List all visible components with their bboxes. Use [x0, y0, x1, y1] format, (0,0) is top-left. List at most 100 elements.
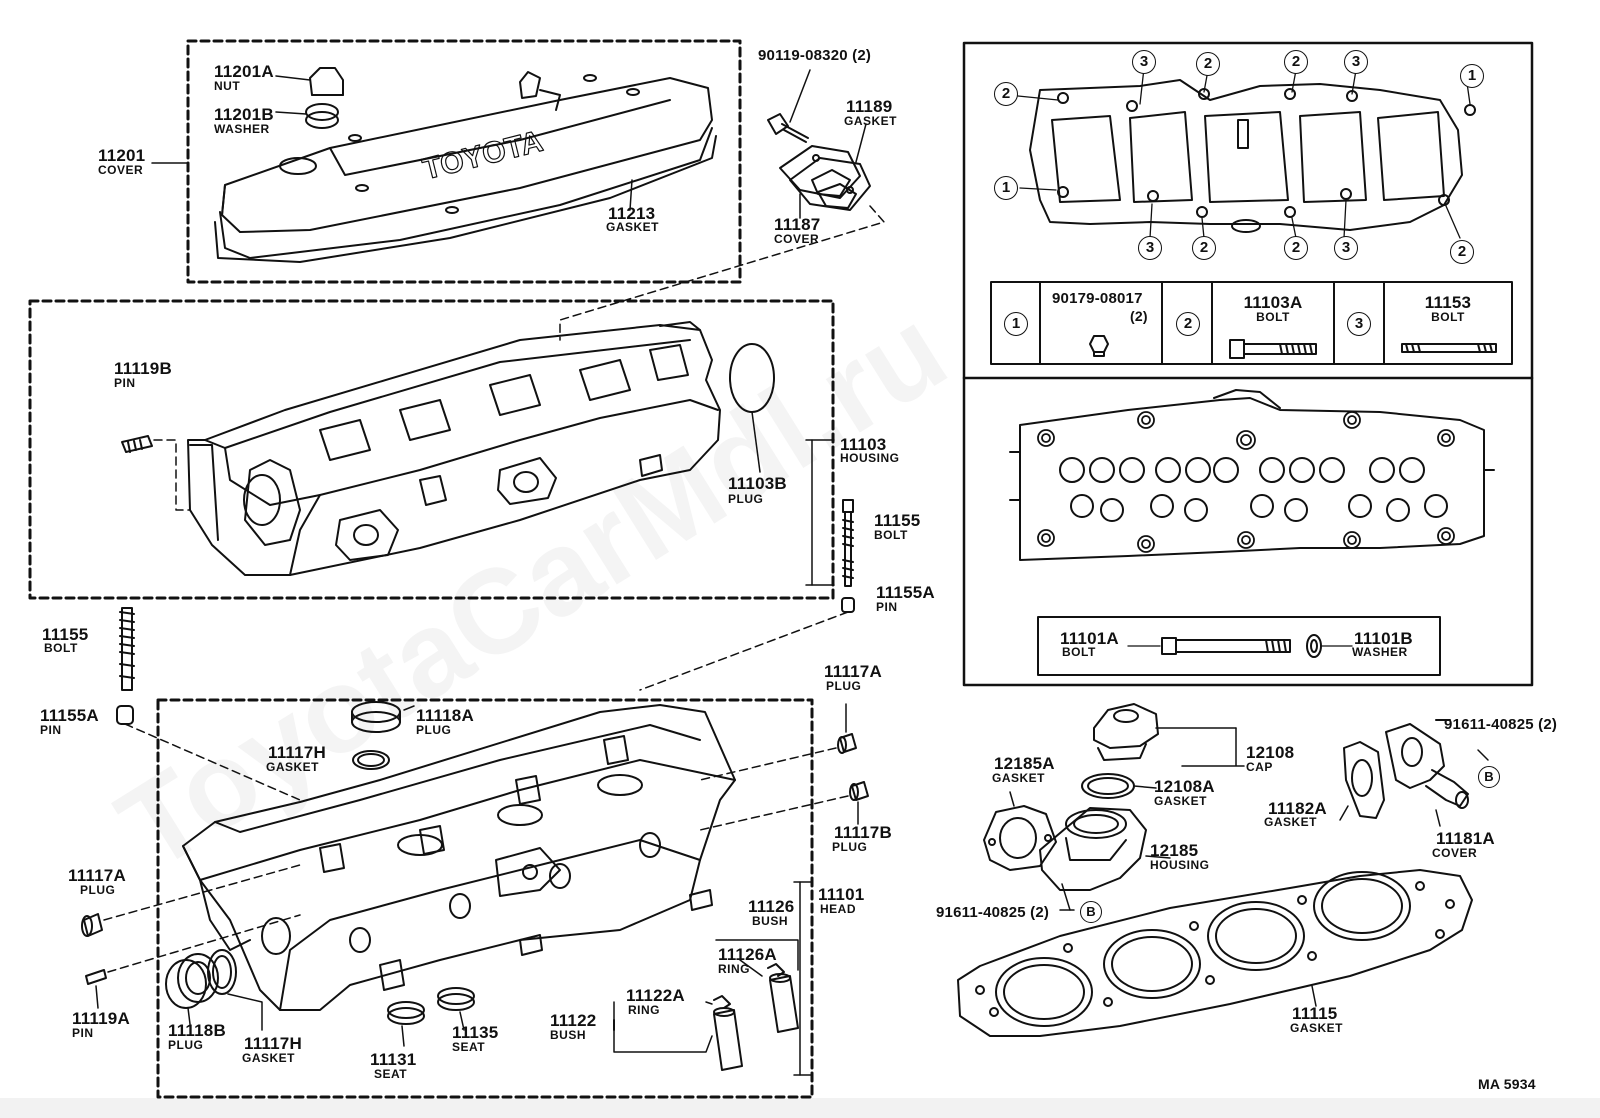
radiator-cap-drawing [1093, 703, 1245, 767]
part-name-plug: PLUG [416, 723, 452, 737]
bolt-pattern-panel [962, 41, 1534, 687]
part-name-pin: PIN [40, 723, 62, 737]
part-name-gasket: GASKET [992, 771, 1046, 785]
bolt-11155-right-drawing [841, 499, 855, 613]
legend-bolt-2-icon [1229, 339, 1317, 359]
head-gasket-11115-drawing [957, 869, 1473, 1037]
part-number-11122: 11122 [550, 1011, 597, 1030]
callout-2: 2 [994, 82, 1018, 106]
legend-part-number-90179-08017: 90179-08017 [1052, 290, 1143, 307]
legend-bolt-3-icon [1401, 343, 1497, 353]
part-number-11117b: 11117B [834, 823, 892, 842]
part-number-11118a: 11118A [416, 706, 474, 725]
camshaft-housing-drawing [187, 321, 721, 576]
part-number-11155a: 11155A [876, 583, 935, 602]
part-name-gasket: GASKET [242, 1051, 296, 1065]
part-name-gasket: GASKET [1264, 815, 1318, 829]
part-name-housing: HOUSING [840, 451, 900, 465]
head-bolt-icon [1127, 637, 1291, 655]
part-number-11201: 11201 [98, 146, 146, 165]
part-number-11119a: 11119A [72, 1009, 130, 1028]
part-number-11155: 11155 [874, 511, 921, 530]
part-number-11135: 11135 [452, 1023, 499, 1042]
part-name-plug: PLUG [826, 679, 862, 693]
part-number-11155: 11155 [42, 625, 89, 644]
cylinder-head-drawing [182, 704, 736, 1011]
plug-11117b-drawing [699, 781, 869, 831]
callout-2: 2 [1450, 240, 1474, 264]
part-number-11101b: 11101B [1354, 629, 1413, 648]
callout-2: 2 [1192, 236, 1216, 260]
legend-key-2: 2 [1176, 312, 1200, 336]
valve-guide-bush-drawings [613, 939, 799, 1071]
plug-11117a-right-drawing [699, 703, 857, 781]
part-number-11103b: 11103B [728, 474, 787, 493]
gasket-11117h-bottom-drawing [207, 949, 263, 1031]
pin-11119a-drawing [85, 914, 301, 1009]
diagram-code: MA 5934 [1478, 1076, 1536, 1092]
part-name-bolt: BOLT [1062, 645, 1096, 659]
part-name-washer: WASHER [214, 122, 270, 136]
part-name-nut: NUT [214, 79, 241, 93]
part-name-gasket: GASKET [1154, 794, 1208, 808]
part-name-bush: BUSH [752, 914, 789, 928]
housing-group-box [28, 299, 835, 600]
part-name-pin: PIN [876, 600, 898, 614]
callout-2: 2 [1284, 236, 1308, 260]
cap-gasket-12108a-drawing [1081, 773, 1157, 799]
part-name-ring: RING [718, 962, 750, 976]
svg-text:TOYOTA: TOYOTA [420, 125, 547, 187]
bolt-legend-table [990, 281, 1513, 365]
camshaft-housing-bolt-pattern-drawing [1029, 79, 1476, 233]
part-name-bolt: BOLT [44, 641, 78, 655]
callout-3: 3 [1344, 50, 1368, 74]
part-number-11189: 11189 [846, 97, 893, 116]
part-name-plug: PLUG [168, 1038, 204, 1052]
callout-1: 1 [1460, 64, 1484, 88]
callout-2: 2 [1196, 52, 1220, 76]
part-name-seat: SEAT [374, 1067, 408, 1081]
part-number-11101a: 11101A [1060, 629, 1119, 648]
part-number-11182a: 11182A [1268, 799, 1327, 818]
legend-key-3: 3 [1347, 312, 1371, 336]
pin-11119b-drawing [121, 435, 191, 511]
part-number-11122a: 11122A [626, 986, 685, 1005]
part-number-11115: 11115 [1292, 1004, 1338, 1023]
part-number-12108a: 12108A [1154, 777, 1215, 796]
head-washer-icon [1306, 634, 1353, 658]
callout-2: 2 [1284, 50, 1308, 74]
legend-qty: (2) [1130, 308, 1148, 324]
callout-3: 3 [1138, 236, 1162, 260]
plug-11117a-left-drawing [81, 864, 301, 937]
part-number-11181a: 11181A [1436, 829, 1495, 848]
part-name-pin: PIN [114, 376, 136, 390]
callout-1: 1 [994, 176, 1018, 200]
part-number-11131: 11131 [370, 1050, 417, 1069]
legend-part-name-bolt: BOLT [1256, 310, 1290, 324]
legend-bolt-1-icon [1089, 335, 1109, 357]
water-outlet-cover-drawing [767, 69, 871, 219]
part-name-plug: PLUG [728, 492, 764, 506]
valve-seat-drawings [387, 987, 475, 1047]
callout-3: 3 [1334, 236, 1358, 260]
part-number-11117a: 11117A [68, 866, 126, 885]
part-name-washer: WASHER [1352, 645, 1408, 659]
footer-strip [0, 1098, 1600, 1118]
part-number-11201b: 11201B [214, 105, 274, 124]
ref-b-marker: B [1080, 901, 1102, 923]
part-number-12185a: 12185A [994, 754, 1055, 773]
part-number-90119-08320: 90119-08320 (2) [758, 47, 872, 64]
part-number-12108: 12108 [1246, 743, 1295, 762]
part-name-gasket: GASKET [1290, 1021, 1344, 1035]
part-number-11155a: 11155A [40, 706, 99, 725]
bolt-11155-left-drawing [116, 607, 135, 725]
part-number-11201a: 11201A [214, 62, 274, 81]
part-number-11126a: 11126A [718, 945, 777, 964]
part-name-head: HEAD [820, 902, 857, 916]
part-name-plug: PLUG [80, 883, 116, 897]
part-number-12185: 12185 [1150, 841, 1199, 860]
part-number-11117a: 11117A [824, 662, 882, 681]
cylinder-head-bolt-pattern-drawing [1009, 389, 1495, 561]
part-name-pin: PIN [72, 1026, 94, 1040]
legend-key-1: 1 [1004, 312, 1028, 336]
